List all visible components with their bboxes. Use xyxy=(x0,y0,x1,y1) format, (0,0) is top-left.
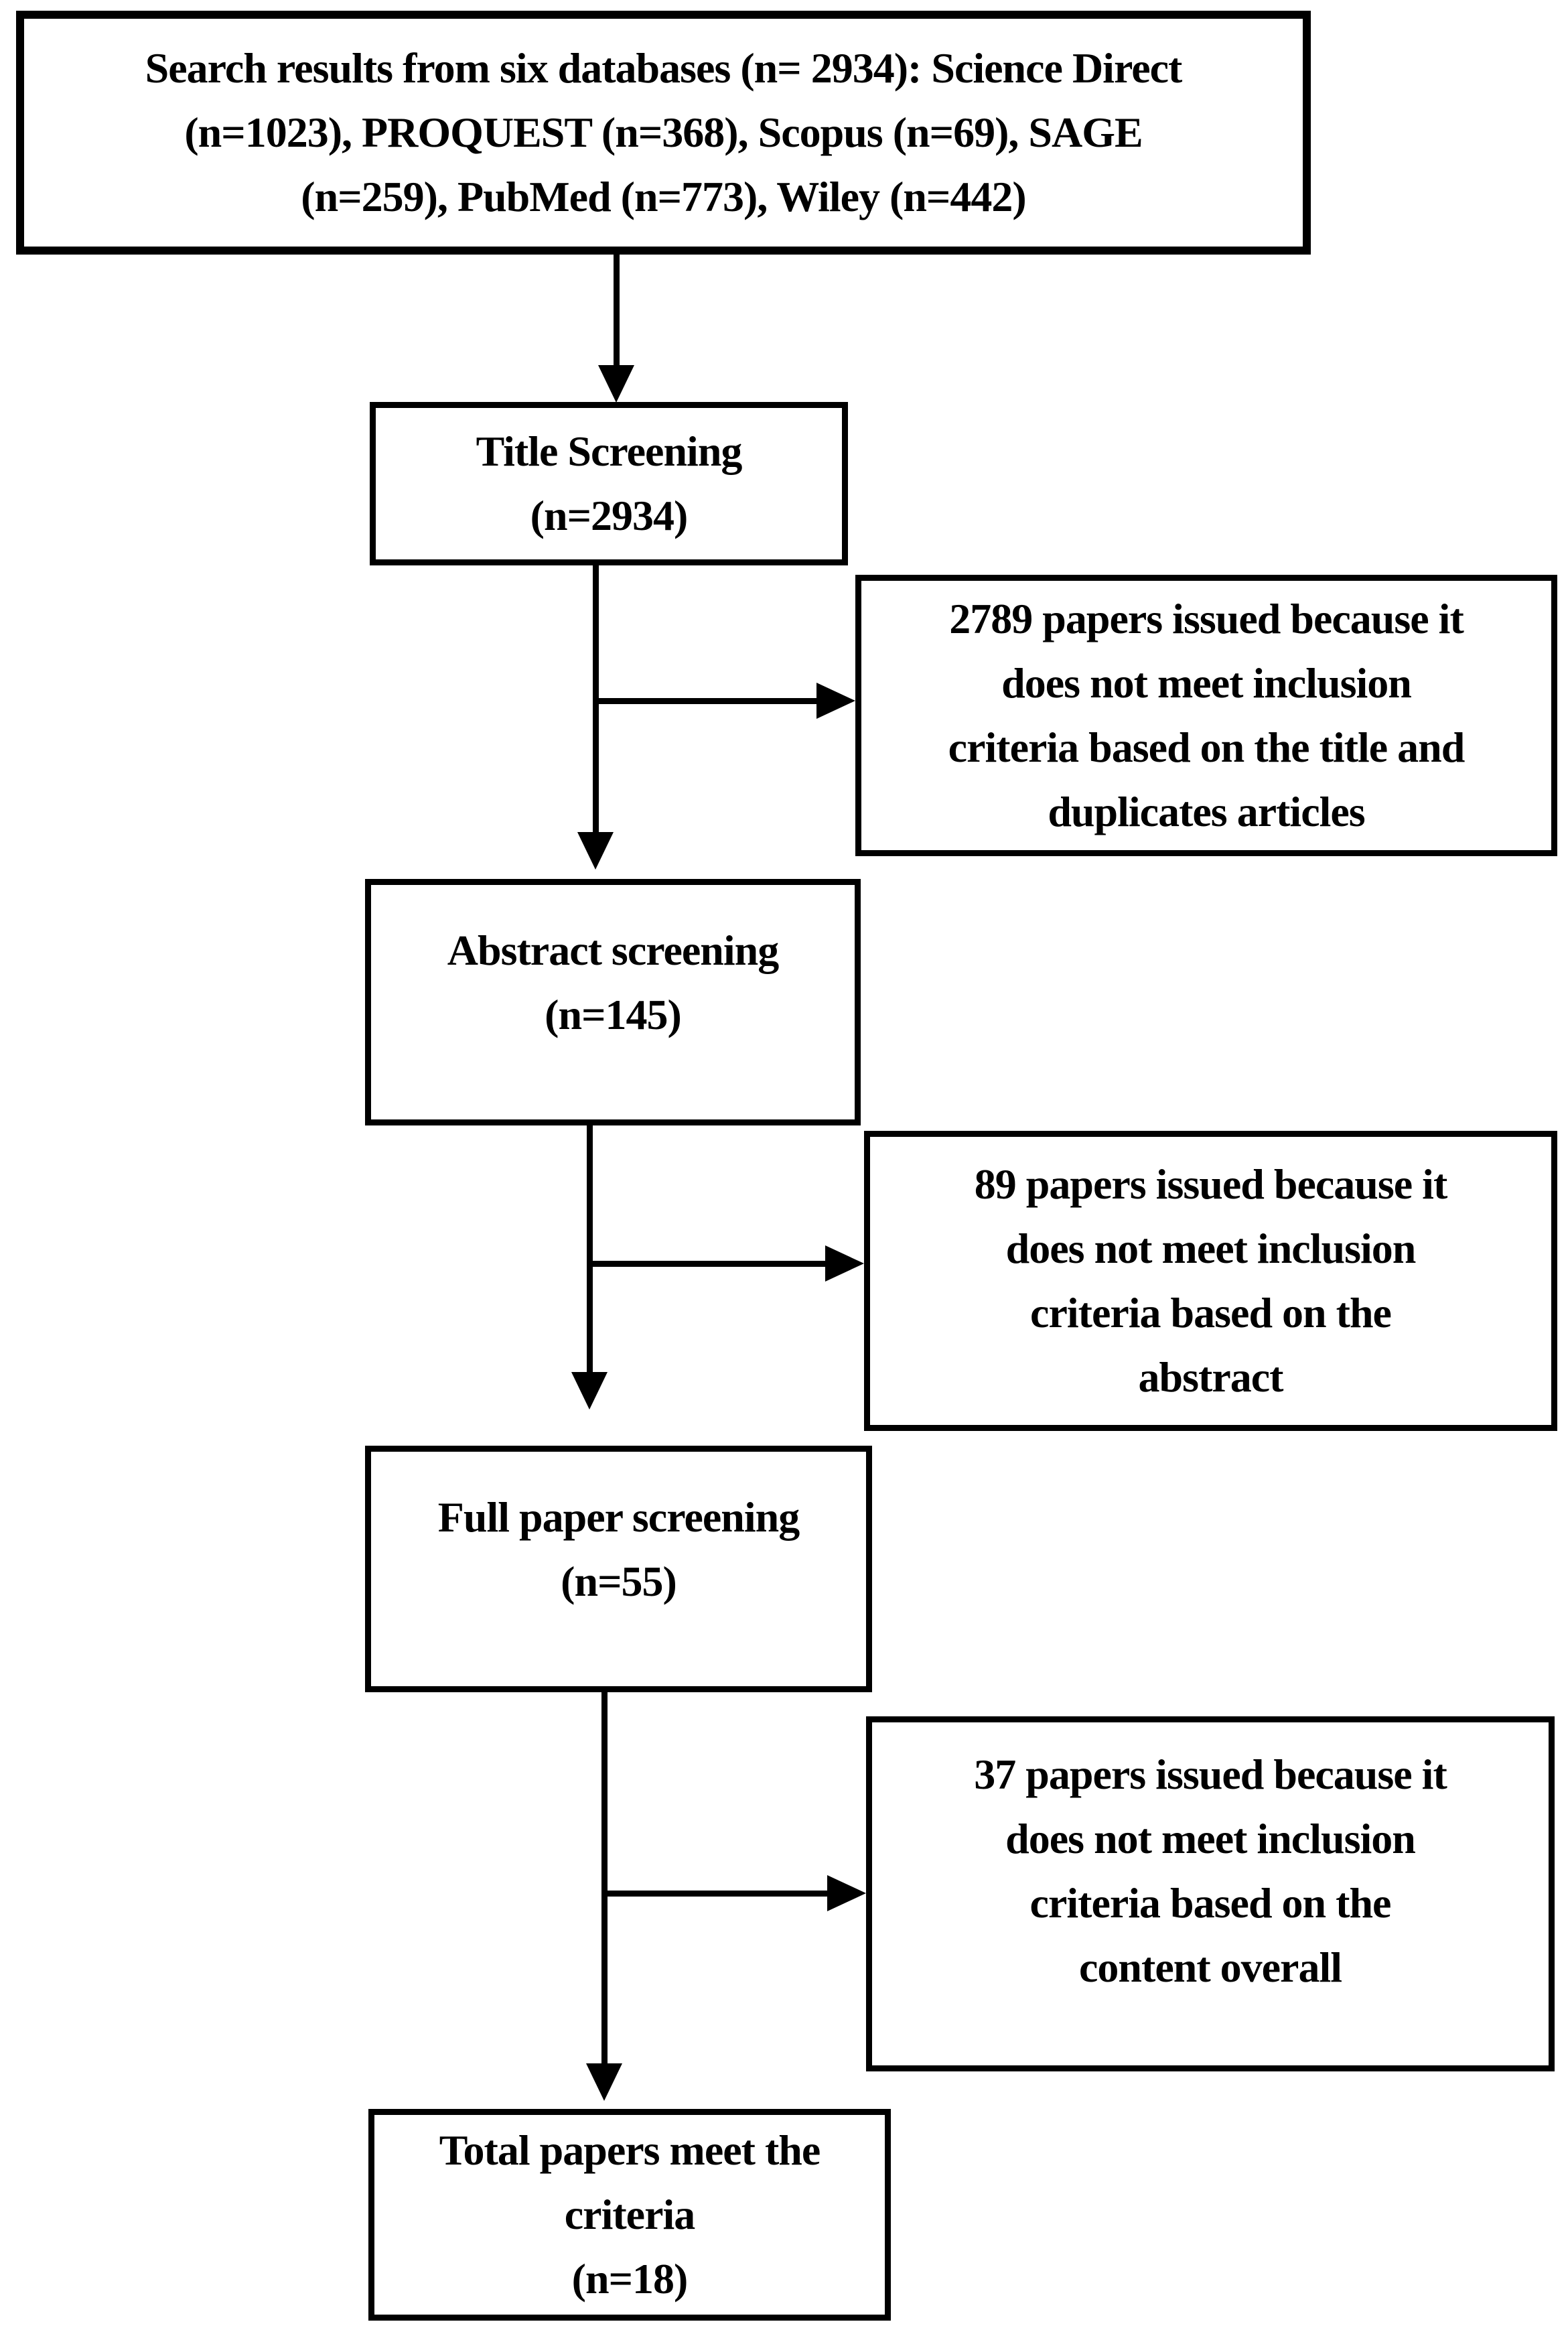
node-abstract-screening-text: Abstract screening (n=145) xyxy=(447,927,780,1038)
arrow-line-search-to-title xyxy=(614,255,620,367)
node-search-results: Search results from six databases (n= 29… xyxy=(16,11,1311,255)
arrow-line-abstract-to-fullpaper xyxy=(587,1125,593,1372)
arrow-line-title-to-excluded xyxy=(595,698,816,704)
node-excluded-title-text: 2789 papers issued because it does not m… xyxy=(948,595,1466,835)
node-search-results-text: Search results from six databases (n= 29… xyxy=(145,44,1183,220)
node-excluded-abstract-text: 89 papers issued because it does not mee… xyxy=(974,1160,1448,1401)
arrow-head-abstract-to-fullpaper xyxy=(571,1372,608,1410)
arrow-head-abstract-to-excluded xyxy=(825,1245,864,1282)
node-excluded-abstract: 89 papers issued because it does not mee… xyxy=(864,1131,1557,1431)
arrow-line-fullpaper-to-total xyxy=(601,1692,608,2063)
arrow-head-search-to-title xyxy=(598,365,634,403)
node-abstract-screening: Abstract screening (n=145) xyxy=(365,879,861,1125)
node-title-screening-text: Title Screening (n=2934) xyxy=(476,427,743,539)
node-excluded-full-paper: 37 papers issued because it does not mee… xyxy=(866,1716,1555,2071)
arrow-line-fullpaper-to-excluded xyxy=(604,1891,827,1897)
node-excluded-title: 2789 papers issued because it does not m… xyxy=(855,575,1557,856)
node-total-included-text: Total papers meet the criteria (n=18) xyxy=(439,2126,821,2303)
arrow-head-fullpaper-to-total xyxy=(586,2063,622,2101)
node-title-screening: Title Screening (n=2934) xyxy=(370,402,848,565)
arrow-line-abstract-to-excluded xyxy=(589,1261,825,1267)
node-total-included: Total papers meet the criteria (n=18) xyxy=(368,2109,891,2321)
arrow-head-title-to-excluded xyxy=(816,683,855,719)
node-full-paper-screening-text: Full paper screening (n=55) xyxy=(437,1493,800,1605)
node-excluded-full-paper-text: 37 papers issued because it does not mee… xyxy=(974,1751,1447,1991)
arrow-head-title-to-abstract xyxy=(577,832,614,870)
node-full-paper-screening: Full paper screening (n=55) xyxy=(365,1446,872,1692)
arrow-head-fullpaper-to-excluded xyxy=(827,1875,866,1911)
